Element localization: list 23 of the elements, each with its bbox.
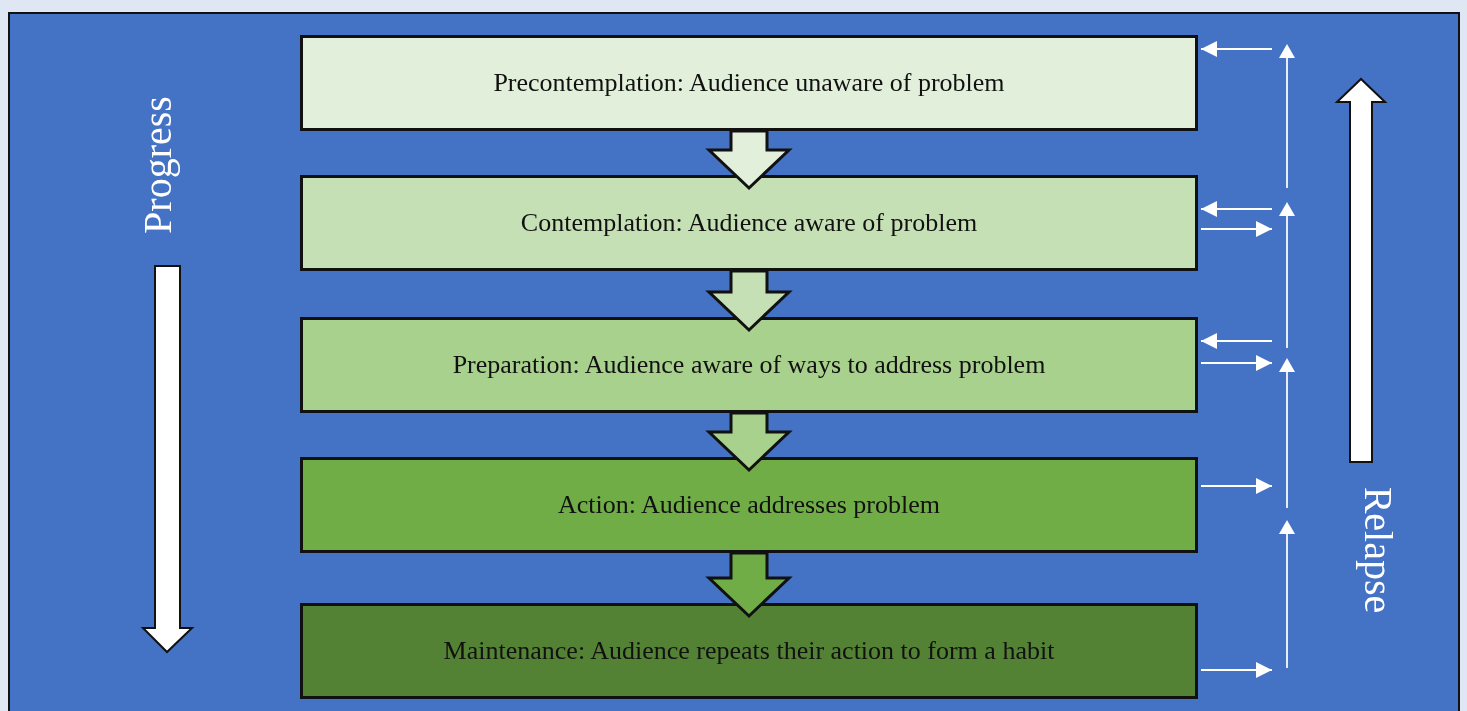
block-arrow (705, 551, 793, 619)
arrow (1200, 201, 1273, 217)
stage-text: Maintenance: Audience repeats their action to form a habit (443, 636, 1055, 666)
direction-label: Relapse (1357, 486, 1398, 614)
arrow (1200, 662, 1273, 678)
stage-text: Action: Audience addresses problem (558, 490, 940, 520)
stage-box (300, 175, 1198, 271)
arrow (1200, 41, 1273, 57)
stage-box (300, 603, 1198, 699)
stage-text: Contemplation: Audience aware of problem (520, 208, 978, 238)
block-arrow (705, 129, 793, 191)
arrow (1200, 355, 1273, 371)
arrow (1200, 478, 1273, 494)
stage-text: Preparation: Audience aware of ways to address problem (452, 350, 1046, 380)
block-arrow (705, 269, 793, 333)
direction-label: Progress (137, 96, 178, 234)
stage-text: Precontemplation: Audience unaware of problem (493, 68, 1005, 98)
stage-box (300, 35, 1198, 131)
stage-box (300, 457, 1198, 553)
stage-box (300, 317, 1198, 413)
block-arrow (705, 411, 793, 473)
arrow (1200, 221, 1273, 237)
arrow (1200, 333, 1273, 349)
